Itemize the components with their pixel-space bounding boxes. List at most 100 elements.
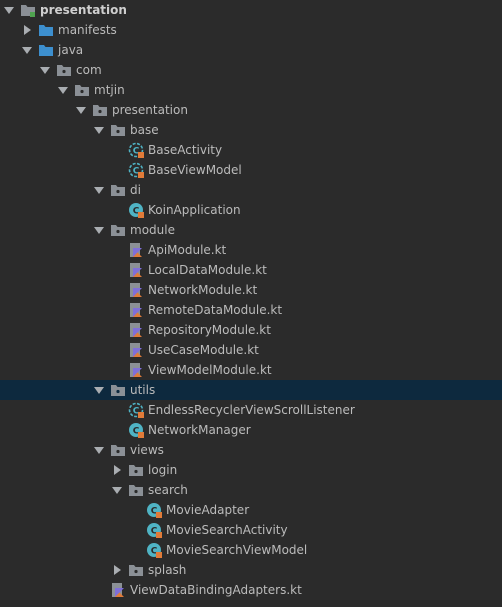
package-icon [74, 82, 90, 98]
tree-node-label: login [148, 463, 178, 477]
svg-text:C: C [151, 507, 158, 517]
tree-node-baseactivity[interactable]: C BaseActivity [0, 140, 502, 160]
tree-node-login[interactable]: login [0, 460, 502, 480]
tree-node-apimodule-kt[interactable]: ApiModule.kt [0, 240, 502, 260]
tree-node-label: NetworkModule.kt [148, 283, 258, 297]
chevron-down-icon[interactable] [112, 485, 122, 495]
tree-node-label: splash [148, 563, 187, 577]
tree-node-label: MovieSearchViewModel [166, 543, 308, 557]
kotlin-file-icon [110, 582, 126, 598]
tree-overflow-row [0, 600, 502, 607]
kotlin-file-icon [128, 282, 144, 298]
abstract-class-icon: C [128, 402, 144, 418]
tree-node-label: com [76, 63, 102, 77]
kotlin-file-icon [128, 262, 144, 278]
tree-node-label: base [130, 123, 159, 137]
tree-node-moviesearchactivity[interactable]: C MovieSearchActivity [0, 520, 502, 540]
chevron-down-icon[interactable] [22, 45, 32, 55]
abstract-class-icon: C [128, 162, 144, 178]
chevron-right-icon[interactable] [112, 465, 122, 475]
tree-node-viewmodelmodule-kt[interactable]: ViewModelModule.kt [0, 360, 502, 380]
tree-node-views[interactable]: views [0, 440, 502, 460]
tree-node-manifests[interactable]: manifests [0, 20, 502, 40]
package-icon [56, 62, 72, 78]
tree-node-endlessrecyclerviewscrolllistener[interactable]: C EndlessRecyclerViewScrollListener [0, 400, 502, 420]
package-icon [110, 222, 126, 238]
tree-node-repositorymodule-kt[interactable]: RepositoryModule.kt [0, 320, 502, 340]
package-icon [92, 102, 108, 118]
tree-node-di[interactable]: di [0, 180, 502, 200]
chevron-right-icon[interactable] [22, 25, 32, 35]
tree-node-label: NetworkManager [148, 423, 251, 437]
svg-text:C: C [133, 207, 140, 217]
chevron-down-icon[interactable] [58, 85, 68, 95]
tree-node-base[interactable]: base [0, 120, 502, 140]
svg-text:C: C [133, 147, 140, 157]
tree-node-moviesearchviewmodel[interactable]: C MovieSearchViewModel [0, 540, 502, 560]
tree-node-localdatamodule-kt[interactable]: LocalDataModule.kt [0, 260, 502, 280]
tree-node-presentation-module[interactable]: presentation [0, 0, 502, 20]
tree-node-label: EndlessRecyclerViewScrollListener [148, 403, 355, 417]
tree-node-label: utils [130, 383, 156, 397]
package-icon [110, 442, 126, 458]
tree-node-label: BaseViewModel [148, 163, 242, 177]
tree-node-splash[interactable]: splash [0, 560, 502, 580]
kotlin-file-icon [128, 242, 144, 258]
tree-node-label: presentation [40, 3, 127, 17]
package-icon [110, 122, 126, 138]
tree-node-mtjin[interactable]: mtjin [0, 80, 502, 100]
tree-node-label: views [130, 443, 164, 457]
tree-node-label: module [130, 223, 175, 237]
tree-node-module[interactable]: module [0, 220, 502, 240]
tree-node-label: RepositoryModule.kt [148, 323, 271, 337]
tree-node-label: manifests [58, 23, 117, 37]
class-icon: C [146, 542, 162, 558]
package-icon [128, 482, 144, 498]
tree-node-usecasemodule-kt[interactable]: UseCaseModule.kt [0, 340, 502, 360]
svg-text:C: C [151, 527, 158, 537]
tree-node-movieadapter[interactable]: C MovieAdapter [0, 500, 502, 520]
svg-text:C: C [133, 167, 140, 177]
tree-node-label: java [58, 43, 84, 57]
tree-node-networkmodule-kt[interactable]: NetworkModule.kt [0, 280, 502, 300]
tree-node-label: RemoteDataModule.kt [148, 303, 283, 317]
chevron-down-icon[interactable] [94, 445, 104, 455]
chevron-down-icon[interactable] [94, 185, 104, 195]
chevron-right-icon[interactable] [112, 565, 122, 575]
tree-node-utils[interactable]: utils [0, 380, 502, 400]
chevron-down-icon[interactable] [4, 5, 14, 15]
tree-node-label: MovieAdapter [166, 503, 250, 517]
chevron-down-icon[interactable] [94, 125, 104, 135]
tree-node-viewdatabindingadapters-kt[interactable]: ViewDataBindingAdapters.kt [0, 580, 502, 600]
class-icon: C [146, 502, 162, 518]
tree-node-presentation-package[interactable]: presentation [0, 100, 502, 120]
tree-node-koinapplication[interactable]: C KoinApplication [0, 200, 502, 220]
kotlin-file-icon [128, 322, 144, 338]
chevron-down-icon[interactable] [94, 225, 104, 235]
tree-node-baseviewmodel[interactable]: C BaseViewModel [0, 160, 502, 180]
tree-node-label: ApiModule.kt [148, 243, 227, 257]
class-icon: C [146, 522, 162, 538]
chevron-down-icon[interactable] [40, 65, 50, 75]
abstract-class-icon: C [128, 142, 144, 158]
svg-text:C: C [133, 407, 140, 417]
tree-node-label: UseCaseModule.kt [148, 343, 259, 357]
tree-node-java[interactable]: java [0, 40, 502, 60]
kotlin-file-icon [128, 342, 144, 358]
kotlin-file-icon [128, 302, 144, 318]
chevron-down-icon[interactable] [76, 105, 86, 115]
folder-icon [38, 22, 54, 38]
chevron-down-icon[interactable] [94, 385, 104, 395]
tree-node-search[interactable]: search [0, 480, 502, 500]
tree-node-label: ViewDataBindingAdapters.kt [130, 583, 302, 597]
tree-node-label: di [130, 183, 141, 197]
package-icon [128, 462, 144, 478]
tree-node-networkmanager[interactable]: C NetworkManager [0, 420, 502, 440]
class-icon: C [128, 202, 144, 218]
svg-text:C: C [151, 547, 158, 557]
tree-node-remotedatamodule-kt[interactable]: RemoteDataModule.kt [0, 300, 502, 320]
tree-node-label: ViewModelModule.kt [148, 363, 272, 377]
tree-node-com[interactable]: com [0, 60, 502, 80]
tree-node-label: search [148, 483, 188, 497]
tree-node-label: BaseActivity [148, 143, 223, 157]
